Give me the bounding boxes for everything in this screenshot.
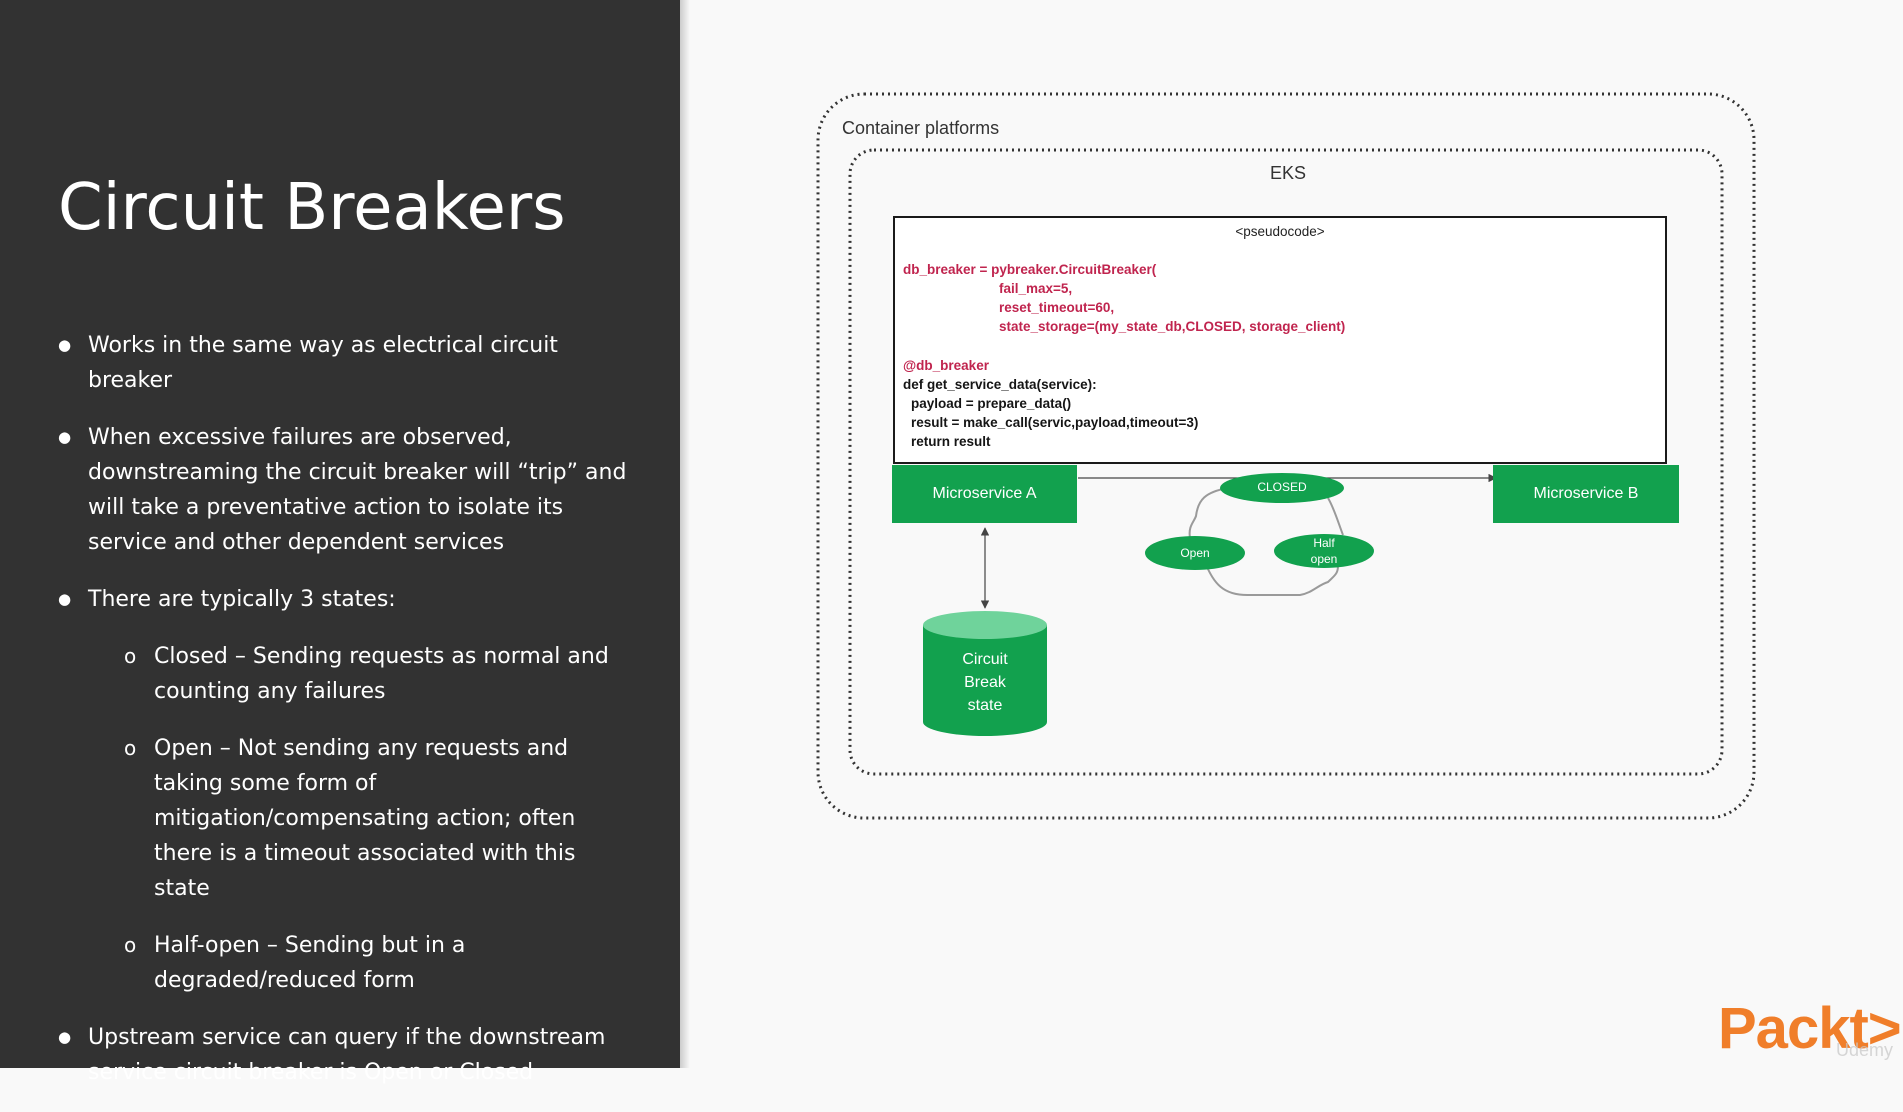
udemy-watermark: Udemy bbox=[1836, 1040, 1894, 1060]
state-half-open-label: Half open bbox=[1274, 535, 1374, 567]
code-line: reset_timeout=60, bbox=[999, 300, 1115, 315]
state-cycle-path bbox=[1188, 487, 1344, 597]
microservice-b-box: Microservice B bbox=[1493, 465, 1679, 523]
state-closed-node bbox=[1220, 473, 1344, 503]
pseudocode-header: <pseudocode> bbox=[1235, 224, 1325, 239]
db-label-line: state bbox=[967, 697, 1003, 714]
db-label: Circuit Break state bbox=[935, 648, 1035, 717]
pseudocode-box: <pseudocode> db_breaker = pybreaker.Circ… bbox=[893, 216, 1667, 464]
packt-logo: Packt> bbox=[1718, 996, 1902, 1061]
bullet-item: Works in the same way as electrical circ… bbox=[58, 328, 628, 398]
slide-title: Circuit Breakers bbox=[58, 171, 566, 245]
state-half-open-line: open bbox=[1310, 552, 1338, 566]
code-line: result = make_call(servic,payload,timeou… bbox=[911, 415, 1199, 430]
code-line: return result bbox=[911, 434, 991, 449]
sub-bullet-item: Closed – Sending requests as normal and … bbox=[58, 639, 628, 709]
microservice-a-box: Microservice A bbox=[892, 465, 1077, 523]
db-label-line: Circuit bbox=[962, 651, 1008, 668]
code-line: payload = prepare_data() bbox=[911, 396, 1072, 411]
sub-bullet-item: Half-open – Sending but in a degraded/re… bbox=[58, 928, 628, 998]
eks-label: EKS bbox=[1270, 163, 1307, 183]
code-line: def get_service_data(service): bbox=[903, 377, 1097, 392]
container-platforms-label: Container platforms bbox=[842, 118, 1000, 138]
state-half-open-node bbox=[1274, 534, 1374, 568]
code-line: db_breaker = pybreaker.CircuitBreaker( bbox=[903, 262, 1157, 277]
circuit-break-db-icon bbox=[923, 611, 1047, 736]
sub-bullet-item: Open – Not sending any requests and taki… bbox=[58, 731, 628, 906]
code-line: state_storage=(my_state_db,CLOSED, stora… bbox=[999, 319, 1346, 334]
left-panel: Circuit Breakers Works in the same way a… bbox=[0, 0, 680, 1085]
container-platforms-boundary bbox=[816, 92, 1756, 820]
db-label-line: Break bbox=[964, 674, 1006, 691]
state-closed-label: CLOSED bbox=[1257, 480, 1307, 494]
code-line: @db_breaker bbox=[903, 358, 989, 373]
bullet-item: When excessive failures are observed, do… bbox=[58, 420, 628, 560]
state-half-open-line: Half bbox=[1313, 536, 1335, 550]
panel-shadow bbox=[680, 0, 690, 1068]
bullet-item: There are typically 3 states: bbox=[58, 582, 628, 617]
code-line: fail_max=5, bbox=[999, 281, 1073, 296]
architecture-diagram bbox=[816, 92, 1756, 820]
state-open-label: Open bbox=[1180, 546, 1210, 560]
state-open-node bbox=[1145, 536, 1245, 570]
